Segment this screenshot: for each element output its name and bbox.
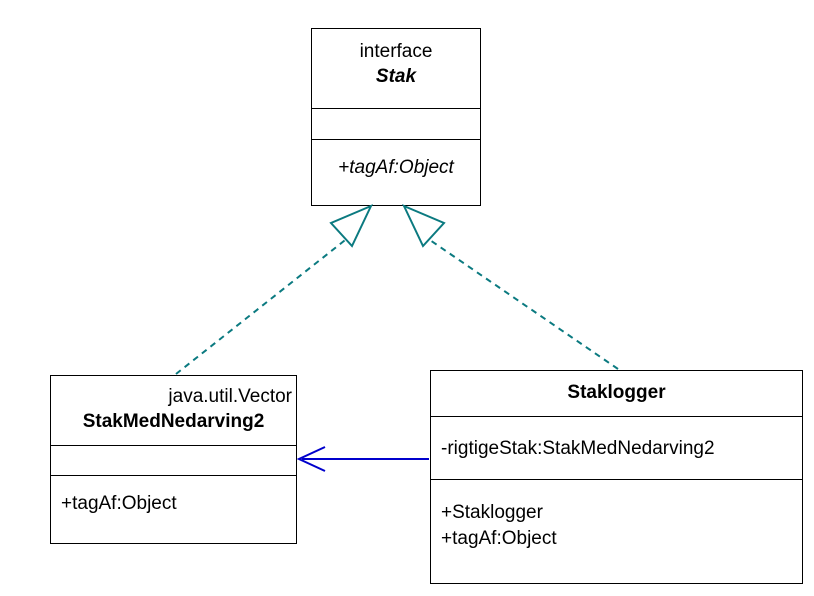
operation-item: +Staklogger	[441, 502, 543, 523]
class-header-staklogger: Staklogger	[431, 371, 802, 416]
class-header-stak: interface Stak	[312, 29, 480, 108]
class-stereotype-stak: interface	[359, 41, 433, 62]
class-attributes-stak	[312, 108, 480, 139]
class-box-stakmednedarving2[interactable]: java.util.Vector StakMedNedarving2 +tagA…	[50, 375, 297, 544]
hollow-triangle-arrowhead-right	[401, 204, 446, 248]
class-name-stakmednedarving2: StakMedNedarving2	[82, 411, 265, 432]
operation-item: +tagAf:Object	[61, 493, 177, 514]
class-name-staklogger: Staklogger	[567, 382, 666, 403]
class-operations-stakmednedarving2: +tagAf:Object	[51, 475, 296, 543]
realization-line-staklogger-to-stak	[426, 237, 619, 370]
hollow-triangle-arrowhead-left	[329, 204, 374, 248]
attribute-item: -rigtigeStak:StakMedNedarving2	[441, 438, 715, 459]
class-operations-stak: +tagAf:Object	[312, 139, 480, 204]
operation-item: +tagAf:Object	[441, 528, 557, 549]
class-stereotype-stakmednedarving2: java.util.Vector	[168, 386, 292, 407]
class-name-stak: Stak	[375, 66, 417, 87]
class-box-staklogger[interactable]: Staklogger -rigtigeStak:StakMedNedarving…	[430, 370, 803, 584]
class-header-stakmednedarving2: java.util.Vector StakMedNedarving2	[51, 376, 296, 445]
class-attributes-staklogger: -rigtigeStak:StakMedNedarving2	[431, 416, 802, 479]
open-arrowhead-association	[296, 446, 326, 472]
class-attributes-stakmednedarving2	[51, 445, 296, 475]
realization-line-vector-to-stak	[175, 236, 350, 375]
class-operations-staklogger: +Staklogger +tagAf:Object	[431, 479, 802, 583]
operation-item: +tagAf:Object	[338, 157, 454, 178]
class-box-stak[interactable]: interface Stak +tagAf:Object	[311, 28, 481, 206]
